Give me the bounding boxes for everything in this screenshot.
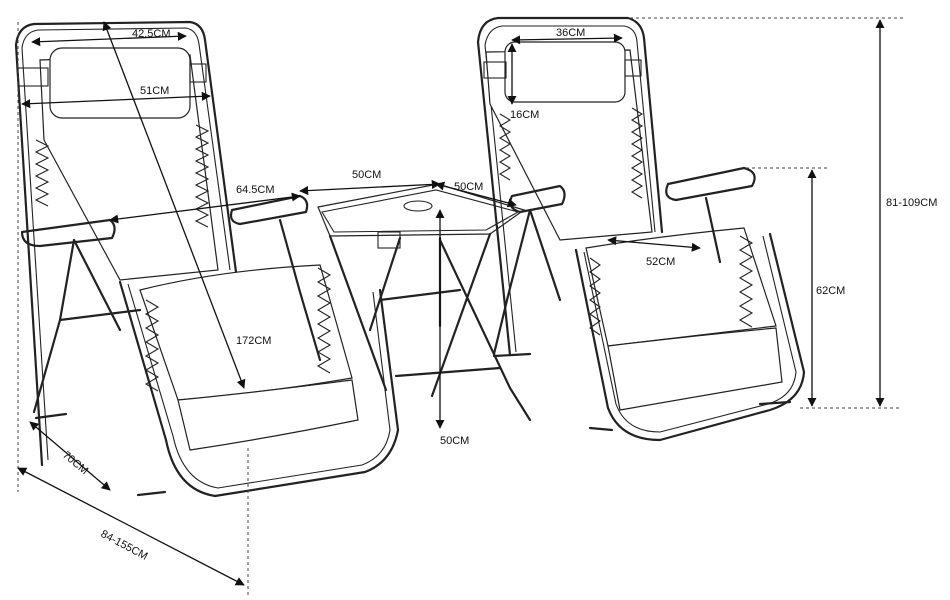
dimension-lines — [17, 17, 906, 596]
right-lounge-chair — [476, 16, 806, 442]
label-armrest-height: 62CM — [816, 285, 845, 297]
label-table-height: 50CM — [440, 435, 469, 447]
label-total-height-range: 81-109CM — [886, 197, 937, 209]
label-chair-length-range: 84-155CM — [99, 528, 150, 563]
label-seat-length: 172CM — [236, 335, 271, 347]
label-pillow-width: 36CM — [556, 27, 585, 39]
label-armrest-span: 64.5CM — [236, 184, 275, 196]
left-lounge-chair — [14, 20, 400, 498]
label-table-length: 50CM — [352, 169, 381, 181]
label-headrest-width: 42.5CM — [132, 28, 171, 40]
label-table-width: 50CM — [454, 181, 483, 193]
label-pillow-height: 16CM — [510, 109, 539, 121]
label-chair-depth: 70CM — [60, 449, 90, 477]
label-seat-width: 52CM — [646, 256, 675, 268]
label-back-width: 51CM — [140, 85, 169, 97]
